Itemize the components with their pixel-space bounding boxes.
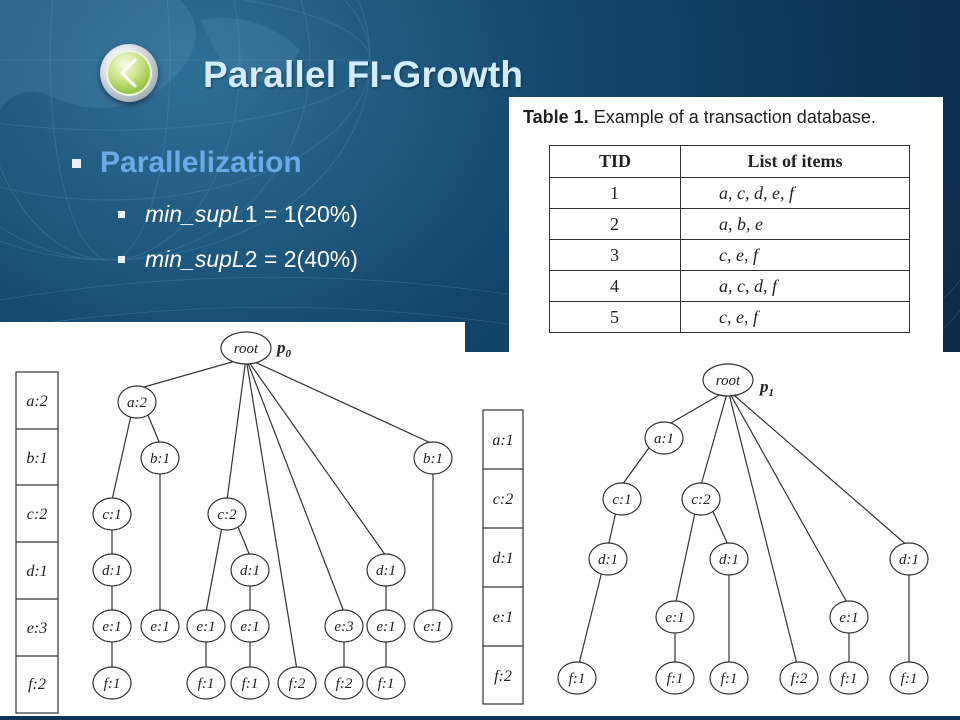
header-entry: c:2: [27, 506, 47, 523]
tree-node: f:1: [378, 676, 395, 692]
column-header-items: List of items: [680, 145, 910, 178]
table-header-row: TID List of items: [549, 145, 910, 178]
tree-node: f:2: [289, 676, 306, 692]
tree-node: a:1: [654, 431, 674, 447]
bullet-text: Parallelization: [100, 146, 302, 179]
bullet-min-supl1: min_supL1 = 1(20%): [118, 201, 358, 228]
header-entry: a:2: [26, 393, 47, 410]
table-cell-items: a, c, d, e, f: [680, 177, 910, 209]
table-cell-items: c, e, f: [680, 239, 910, 271]
tree-node: f:1: [198, 676, 215, 692]
header-entry: c:2: [493, 491, 513, 508]
header-entry: b:1: [26, 450, 47, 467]
header-entry: a:1: [492, 432, 513, 449]
table-cell-tid: 2: [549, 208, 681, 240]
svg-text:root: root: [234, 341, 259, 357]
bullet-parallelization: Parallelization: [72, 146, 302, 180]
tree-node: d:1: [102, 563, 122, 579]
table-cell-items: a, b, e: [680, 208, 910, 240]
tree-node: f:1: [104, 676, 121, 692]
header-entry: f:2: [494, 668, 512, 685]
tree-node: a:2: [127, 395, 147, 411]
tree-node: d:1: [598, 552, 618, 568]
tree-node: c:1: [102, 507, 121, 523]
tree-node: e:1: [150, 619, 169, 635]
tree-node: e:1: [665, 610, 684, 626]
root-node: root: [220, 331, 272, 365]
tree-node: d:1: [240, 563, 260, 579]
table-cell-items: a, c, d, f: [680, 270, 910, 302]
bullet-text: min_supL1 = 1(20%): [145, 201, 358, 227]
page-title: Parallel FI-Growth: [203, 54, 524, 95]
tree-node: f:2: [791, 671, 808, 687]
header-entry: d:1: [492, 550, 513, 567]
bullet-text: min_supL2 = 2(40%): [145, 246, 358, 272]
table-cell-items: c, e, f: [680, 301, 910, 333]
back-button[interactable]: [100, 44, 158, 102]
tree-node: d:1: [899, 552, 919, 568]
tree-node: f:1: [901, 671, 918, 687]
root-node: root: [702, 363, 754, 397]
tree-node: f:1: [841, 671, 858, 687]
header-table: a:2 b:1 c:2 d:1 e:3 f:2: [15, 371, 59, 714]
column-header-tid: TID: [549, 145, 681, 178]
back-button-face: [106, 50, 152, 96]
bullet-square-icon: [118, 256, 125, 263]
chevron-left-icon: [120, 58, 137, 88]
tree-node: e:1: [240, 619, 259, 635]
header-entry: e:1: [493, 609, 513, 626]
tree-node: e:1: [839, 610, 858, 626]
fp-tree-p0: a:2 b:1 c:2 d:1 e:3 f:2 root p0: [15, 331, 453, 714]
partition-label: p1: [758, 377, 774, 399]
tree-node: b:1: [423, 451, 443, 467]
fp-tree-p1: a:1 c:2 d:1 e:1 f:2 root p1: [482, 363, 929, 705]
tree-node: f:2: [336, 676, 353, 692]
tree-node: c:2: [691, 492, 711, 508]
tree-node: f:1: [721, 671, 738, 687]
footer-bar: [0, 716, 960, 720]
tree-node: e:1: [376, 619, 395, 635]
svg-text:root: root: [716, 373, 741, 389]
fp-tree-p0-figure: a:2 b:1 c:2 d:1 e:3 f:2 root p0: [0, 322, 465, 720]
table-cell-tid: 5: [549, 301, 681, 333]
tree-node: c:1: [612, 492, 631, 508]
header-entry: f:2: [28, 676, 46, 693]
tree-node: e:3: [334, 619, 353, 635]
tree-node: d:1: [376, 563, 396, 579]
tree-node: c:2: [217, 507, 237, 523]
tree-node: f:1: [569, 671, 586, 687]
bullet-min-supl2: min_supL2 = 2(40%): [118, 246, 358, 273]
fp-tree-p1-figure: a:1 c:2 d:1 e:1 f:2 root p1: [465, 352, 960, 720]
tree-node: f:1: [242, 676, 259, 692]
table-cell-tid: 3: [549, 239, 681, 271]
bullet-square-icon: [72, 158, 81, 168]
header-entry: d:1: [26, 563, 47, 580]
transaction-table-figure: Table 1. Example of a transaction databa…: [509, 97, 943, 353]
table-cell-tid: 1: [549, 177, 681, 209]
header-table: a:1 c:2 d:1 e:1 f:2: [482, 409, 524, 705]
tree-node: f:1: [667, 671, 684, 687]
bullet-square-icon: [118, 211, 125, 218]
table-caption: Table 1. Example of a transaction databa…: [523, 107, 876, 127]
tree-node: b:1: [150, 451, 170, 467]
tree-node: d:1: [719, 552, 739, 568]
header-entry: e:3: [27, 620, 47, 637]
partition-label: p0: [275, 338, 292, 360]
tree-node: e:1: [423, 619, 442, 635]
tree-node: e:1: [196, 619, 215, 635]
tree-node: e:1: [102, 619, 121, 635]
table-cell-tid: 4: [549, 270, 681, 302]
